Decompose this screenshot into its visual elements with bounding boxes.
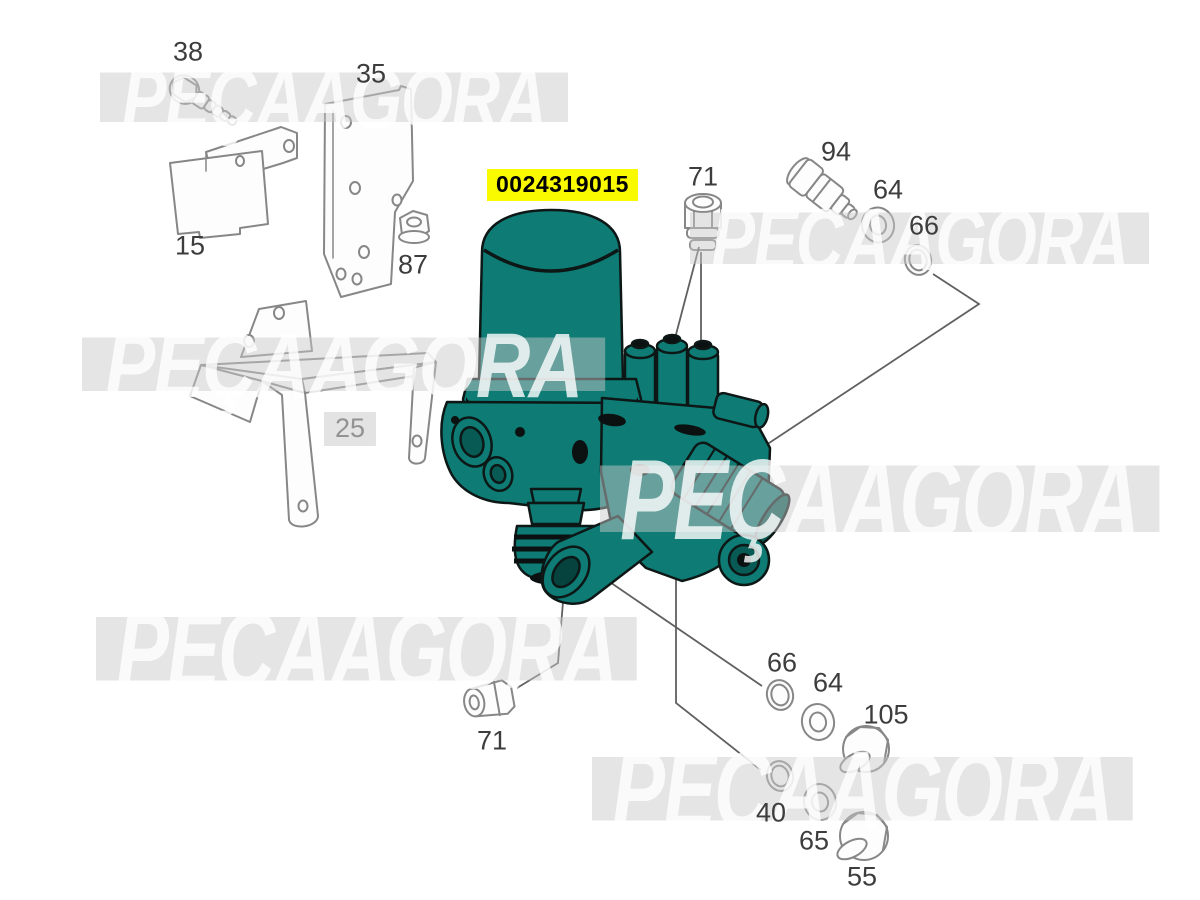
part-label-64-bottom: 64 <box>812 667 844 698</box>
bracket-35-drawing <box>323 85 414 298</box>
air-dryer-assembly-drawing <box>440 208 791 605</box>
nut-87-drawing <box>398 210 430 244</box>
part-label-25: 25 <box>323 412 377 446</box>
part-label-38: 38 <box>172 36 204 67</box>
valve-94-drawing <box>786 157 858 221</box>
washer-65-drawing <box>802 783 838 821</box>
part-label-105: 105 <box>863 699 909 730</box>
valve-block <box>540 391 791 605</box>
part-label-35: 35 <box>355 58 387 89</box>
part-label-94: 94 <box>820 136 852 167</box>
leader-lines <box>516 246 981 771</box>
right-fitting <box>712 391 770 429</box>
fitting-71-top-drawing <box>684 193 722 251</box>
washer-64-top-drawing <box>860 206 896 244</box>
part-label-65: 65 <box>798 825 830 856</box>
part-label-64-top: 64 <box>872 174 904 205</box>
bracket-25-drawing <box>189 300 437 528</box>
highlighted-part-code: 0024319015 <box>487 169 638 201</box>
part-label-71-top: 71 <box>687 161 719 192</box>
delivery-port <box>540 514 654 605</box>
plug-55-drawing <box>836 811 889 861</box>
oring-40-drawing <box>765 760 795 792</box>
solenoid-cylinders <box>623 333 720 416</box>
plug-105-drawing <box>839 725 890 774</box>
bolt-38-drawing <box>168 74 238 126</box>
bracket-15-drawing <box>169 126 298 239</box>
part-label-66-bottom: 66 <box>766 647 798 678</box>
oring-66-bottom-drawing <box>765 679 795 711</box>
bottom-port-face <box>717 533 771 587</box>
part-label-87: 87 <box>397 249 429 280</box>
part-label-15: 15 <box>174 230 206 261</box>
dryer-cartridge <box>461 208 643 423</box>
washer-64-bottom-drawing <box>800 703 836 741</box>
oring-66-top-drawing <box>903 244 933 276</box>
nut-71-bottom-drawing <box>463 679 516 718</box>
part-label-71-bottom: 71 <box>476 725 508 756</box>
part-label-66-top: 66 <box>908 210 940 241</box>
detail-shadows <box>451 413 706 476</box>
part-label-55: 55 <box>846 861 878 892</box>
line-art-parts <box>168 74 933 861</box>
part-label-40: 40 <box>755 797 787 828</box>
